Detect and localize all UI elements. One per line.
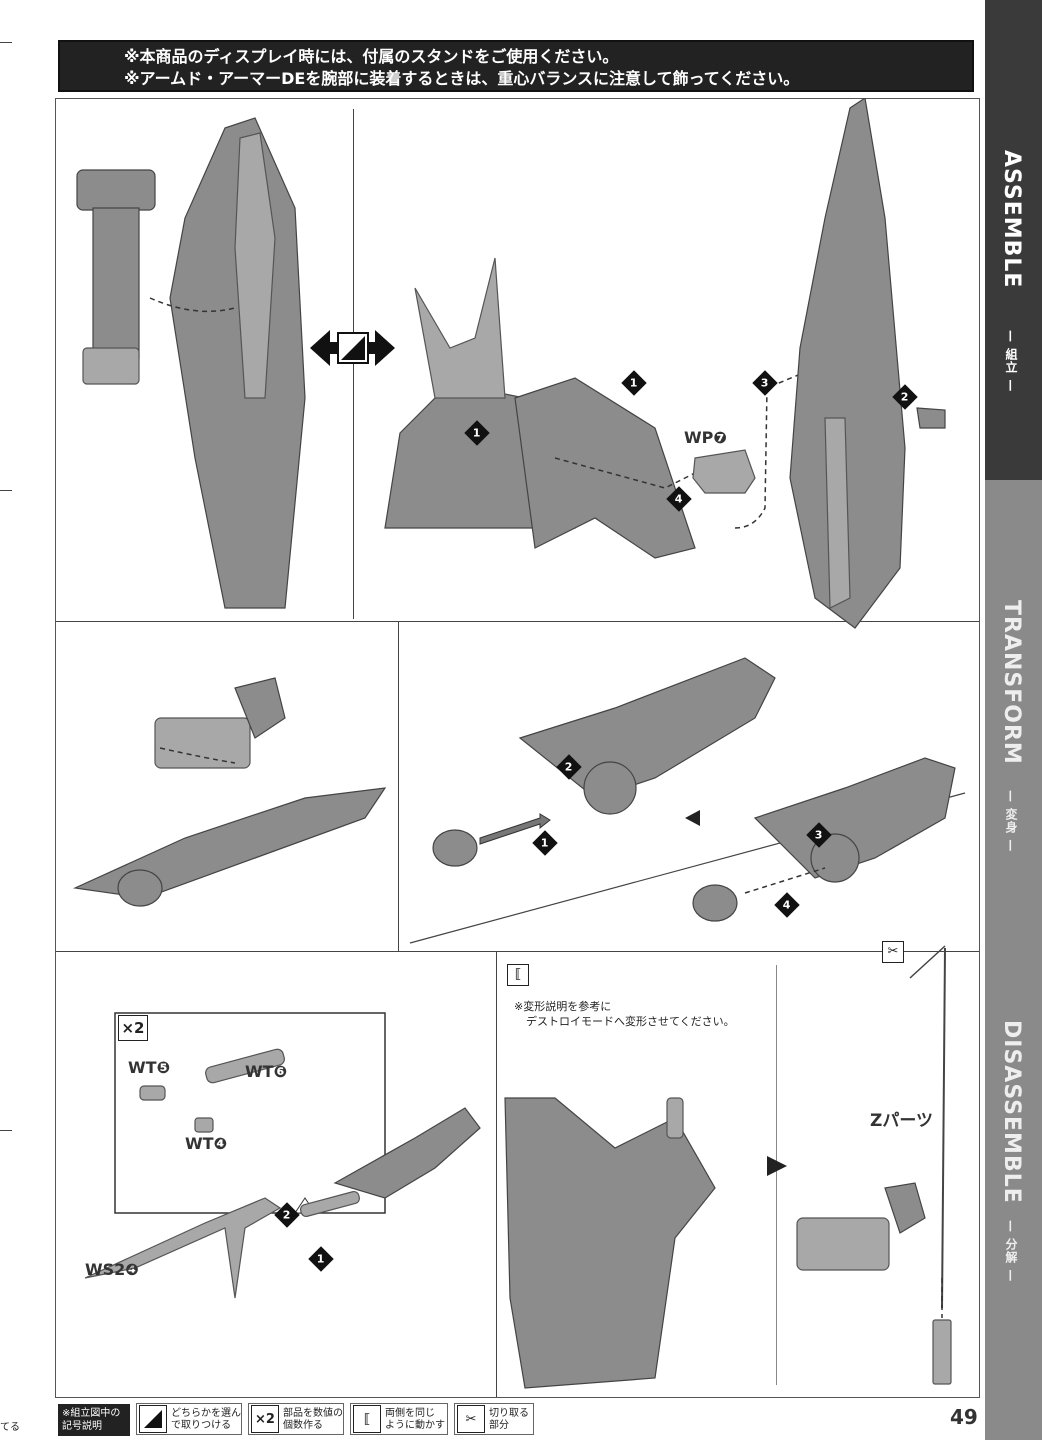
nipper-icon: ✂ [457, 1405, 485, 1433]
panel-divider [496, 951, 497, 1397]
wt-parts-illustration [139, 1048, 285, 1133]
left-page-divider [0, 1130, 12, 1131]
assemble-title: ASSEMBLE [999, 150, 1024, 289]
small-bracket-illustration [916, 407, 946, 429]
tall-shield-illustration [789, 98, 906, 629]
assemble-section: ASSEMBLE — 組立 — [985, 0, 1042, 480]
body-wing-illustration [384, 257, 696, 559]
disassemble-subtitle: — 分解 — [1004, 1220, 1018, 1283]
notice-line-2: ※アームド・アーマーDEを腕部に装着するときは、重心バランスに注意して飾ってくだ… [124, 69, 800, 88]
arm-gun-illustration [72, 677, 387, 907]
cut-icon: ✂ [882, 941, 904, 963]
choice-arrow [310, 330, 395, 366]
assembly-illustrations [72, 98, 966, 1389]
legend-item-cut-line-1: 切り取る [489, 1408, 529, 1419]
symmetric-move-icon: ⟦ [507, 964, 529, 986]
cap-part-bottom [692, 884, 738, 922]
panel-divider [398, 621, 399, 951]
wt4-label: WT❹ [185, 1134, 228, 1153]
legend-item-choose-line-1: どちらかを選ん [171, 1408, 241, 1419]
notice-line-1: ※本商品のディスプレイ時には、付属のスタンドをご使用ください。 [124, 47, 619, 66]
transform-section: TRANSFORM — 変身 — [985, 480, 1042, 950]
x2-badge: ×2 [118, 1015, 148, 1041]
destroy-mode-figure [504, 1097, 716, 1389]
shield-illustration [169, 117, 306, 609]
wt6-label: WT❻ [245, 1062, 288, 1081]
left-page-text: てる [0, 1422, 20, 1433]
legend-item-multiply: ×2 部品を数値の 個数作る [248, 1403, 344, 1435]
wp-part-illustration [692, 449, 756, 494]
multiply-icon: ×2 [251, 1405, 279, 1433]
sequence-arrow [685, 810, 700, 826]
wt5-label: WT❺ [128, 1058, 171, 1077]
disassemble-section: DISASSEMBLE — 分解 — [985, 950, 1042, 1440]
legend-item-choose: どちらかを選ん で取りつける [136, 1403, 242, 1435]
choose-one-icon [139, 1405, 167, 1433]
cap-part-top [432, 829, 478, 867]
panel-divider [776, 965, 777, 1385]
z-parts-runner [909, 945, 952, 1385]
legend-item-symmetric: ⟦ 両側を同じ ように動かす [350, 1403, 448, 1435]
notice-banner: ※本商品のディスプレイ時には、付属のスタンドをご使用ください。 ※アームド・アー… [58, 40, 974, 92]
legend-item-multiply-line-2: 個数作る [283, 1420, 323, 1431]
barrel-illustration-top [518, 657, 776, 815]
legend-item-multiply-line-1: 部品を数値の [283, 1408, 343, 1419]
barrel-illustration-bottom [753, 757, 956, 883]
panel-divider [56, 951, 979, 952]
legend-item-symmetric-line-1: 両側を同じ [385, 1408, 435, 1419]
legend-item-cut: ✂ 切り取る 部分 [454, 1403, 534, 1435]
legend-item-cut-line-2: 部分 [489, 1420, 509, 1431]
transform-note-line-1: ※変形説明を参考に [514, 1000, 612, 1013]
symmetric-icon: ⟦ [353, 1405, 381, 1433]
disassemble-title: DISASSEMBLE [999, 1020, 1024, 1204]
arm-illustration-panel7 [796, 1182, 926, 1271]
left-page-edge [0, 42, 12, 43]
legend-title: ※組立図中の 記号説明 [58, 1404, 130, 1436]
sequence-arrow [767, 1156, 787, 1176]
legend-item-symmetric-line-2: ように動かす [385, 1420, 445, 1431]
transform-title: TRANSFORM [999, 600, 1024, 765]
legend-item-choose-line-2: で取りつける [171, 1420, 232, 1431]
legend-title-line-1: ※組立図中の [62, 1408, 121, 1419]
beam-saber-illustration [84, 1197, 282, 1299]
section-sidebar: ASSEMBLE — 組立 — TRANSFORM — 変身 — DISASSE… [985, 0, 1042, 1440]
page-number: 49 [950, 1405, 978, 1429]
transform-subtitle: — 変身 — [1004, 790, 1018, 853]
ws24-label: WS2❹ [85, 1260, 139, 1279]
assemble-subtitle: — 組立 — [1004, 330, 1018, 393]
legend-title-line-2: 記号説明 [62, 1421, 102, 1432]
wp7-label: WP❼ [684, 428, 727, 447]
z-parts-label: Zパーツ [870, 1111, 933, 1131]
transform-note-line-2: デストロイモードへ変形させてください。 [526, 1015, 735, 1028]
left-page-divider [0, 490, 12, 491]
barrel-illustration-panel5 [299, 1107, 481, 1218]
arm-part-illustration [76, 169, 156, 385]
panel-divider [56, 621, 979, 622]
